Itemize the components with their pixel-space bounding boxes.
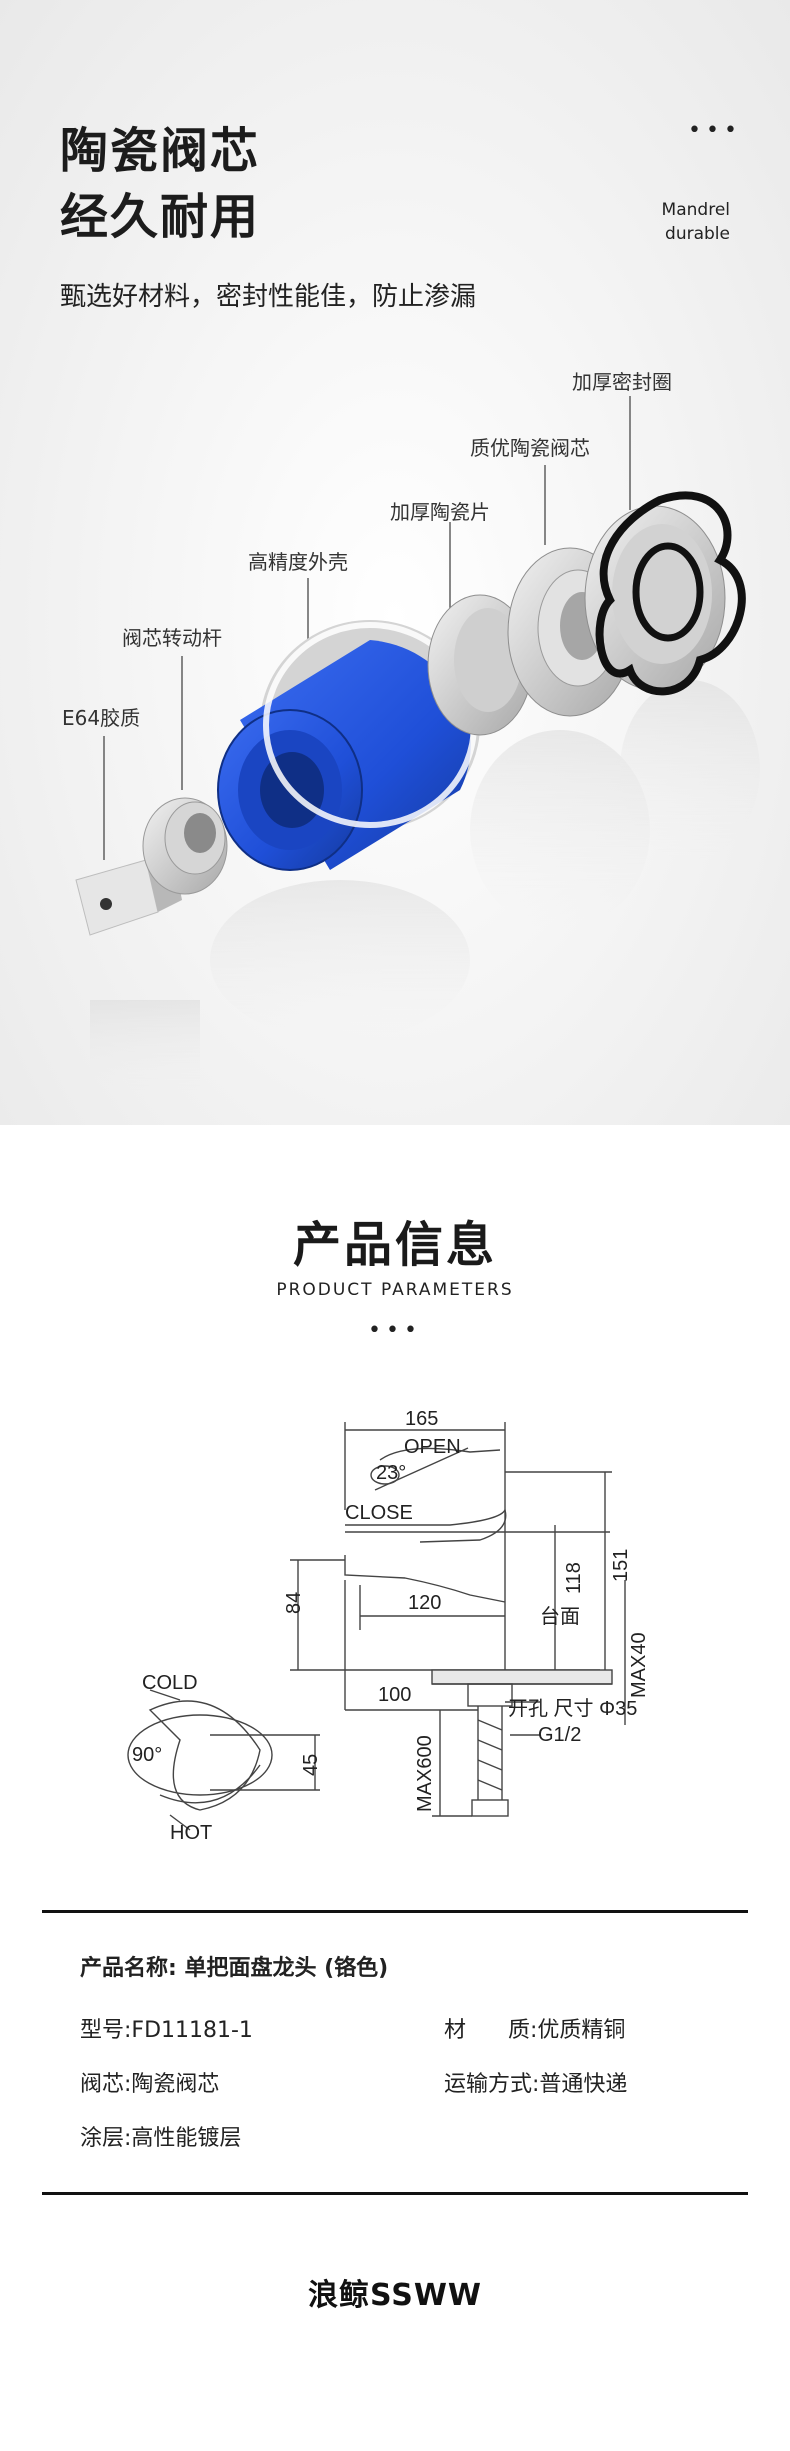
ceramic-core-part: [507, 547, 633, 717]
dim-100: 100: [378, 1684, 412, 1706]
info-title: 产品信息: [292, 1217, 497, 1273]
dim-counter: 台面: [540, 1606, 580, 1628]
dim-close: CLOSE: [345, 1502, 413, 1524]
hero-english-caption: Mandrel durable: [662, 198, 730, 246]
spec-coating: 涂层:高性能镀层: [80, 2126, 242, 2151]
spec-product-name: 产品名称: 单把面盘龙头 (铬色): [80, 1956, 389, 1981]
dim-angle-23: 23°: [376, 1462, 407, 1484]
label-ceramic-plate: 加厚陶瓷片: [390, 500, 490, 524]
hero-subtitle: 甄选好材料，密封性能佳，防止渗漏: [60, 282, 477, 312]
hero-en-line2: durable: [665, 224, 730, 244]
brand-logo: 浪鲸SSWW: [307, 2278, 483, 2313]
hero-menu-dots-icon: •••: [688, 118, 742, 143]
dim-151: 151: [610, 1548, 632, 1582]
spec-material: 材 质:优质精铜: [444, 2018, 626, 2043]
dim-open: OPEN: [404, 1436, 461, 1458]
dim-45: 45: [300, 1753, 322, 1776]
dim-angle-90: 90°: [132, 1744, 163, 1766]
hero-title: 陶瓷阀芯 经久耐用: [60, 118, 260, 250]
dim-hot: HOT: [170, 1822, 213, 1844]
hero-title-line1: 陶瓷阀芯: [60, 123, 261, 179]
dim-max600: MAX600: [414, 1735, 436, 1812]
spec-bottom-rule: [42, 2192, 748, 2195]
spindle-part: [75, 797, 228, 936]
dim-120: 120: [408, 1592, 442, 1614]
label-ceramic-core: 质优陶瓷阀芯: [470, 436, 590, 460]
seal-ring-part: [584, 491, 746, 696]
hero-en-line1: Mandrel: [661, 200, 730, 220]
spec-model: 型号:FD11181-1: [80, 2018, 253, 2043]
info-dots-icon: •••: [368, 1318, 422, 1343]
faucet-technical-drawing: [127, 1422, 626, 1831]
spec-core: 阀芯:陶瓷阀芯: [80, 2072, 220, 2097]
dim-165: 165: [405, 1408, 439, 1430]
spec-shipping: 运输方式:普通快递: [444, 2072, 628, 2097]
hero-section: 陶瓷阀芯 经久耐用 ••• Mandrel durable 甄选好材料，密封性能…: [0, 0, 790, 1125]
dim-hole: 开孔 尺寸 Φ35: [508, 1698, 638, 1720]
hero-title-line2: 经久耐用: [60, 189, 261, 245]
dim-cold: COLD: [142, 1672, 198, 1694]
dim-118: 118: [563, 1562, 585, 1594]
valve-exploded-illustration: [75, 396, 760, 1090]
dim-thread: G1/2: [538, 1724, 582, 1746]
info-subtitle: PRODUCT PARAMETERS: [276, 1280, 514, 1300]
dim-84: 84: [283, 1591, 305, 1614]
label-seal-ring: 加厚密封圈: [572, 370, 672, 394]
label-spindle: 阀芯转动杆: [122, 626, 222, 650]
label-outer-shell: 高精度外壳: [248, 550, 348, 574]
label-e64: E64胶质: [62, 706, 141, 730]
dim-max40: MAX40: [628, 1632, 650, 1698]
spec-top-rule: [42, 1910, 748, 1913]
